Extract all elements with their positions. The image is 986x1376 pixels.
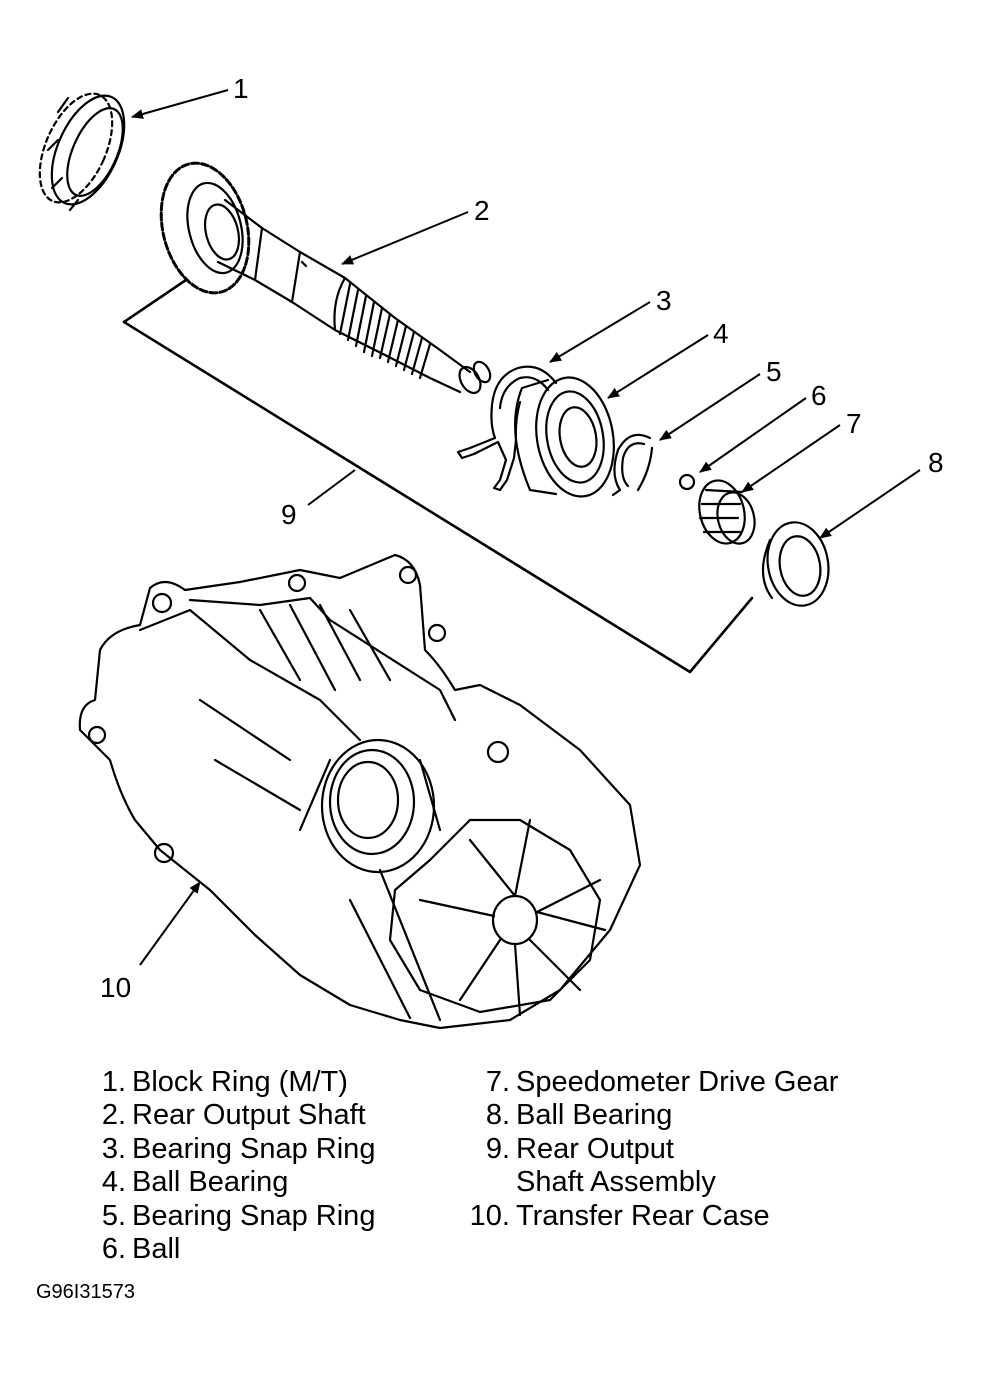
leader-arrows	[131, 89, 921, 966]
legend-item: 9.Rear Output	[462, 1133, 838, 1166]
legend-right-column: 7.Speedometer Drive Gear 8.Ball Bearing …	[462, 1066, 839, 1233]
legend-text: Rear Output	[516, 1132, 674, 1165]
callout-7: 7	[846, 408, 862, 439]
leader-arrow-5	[659, 373, 761, 441]
legend-number: 2.	[101, 1099, 126, 1132]
legend-text: Bearing Snap Ring	[132, 1132, 376, 1165]
speedometer-drive-gear-part	[698, 479, 756, 545]
ball-bearing-large-part	[514, 376, 615, 498]
legend-item: Shaft Assembly	[462, 1166, 838, 1199]
shaft-assembly-bracket	[122, 278, 754, 674]
legend-number: 5.	[101, 1199, 126, 1232]
legend-text: Shaft Assembly	[516, 1166, 716, 1199]
legend-number: 10.	[469, 1199, 510, 1232]
leader-arrow-3	[549, 301, 651, 363]
leader-arrow-1	[131, 89, 229, 119]
legend-number: 8.	[485, 1099, 510, 1132]
legend-text: Ball	[132, 1232, 181, 1265]
legend-number: 3.	[101, 1132, 126, 1165]
legend-number: 9.	[485, 1132, 510, 1165]
callout-5: 5	[766, 356, 782, 387]
transfer-rear-case-part	[78, 553, 642, 1030]
legend-text: Ball Bearing	[516, 1099, 673, 1132]
legend-item: 5.Bearing Snap Ring	[92, 1199, 376, 1233]
rear-output-shaft-part	[159, 161, 492, 395]
callout-1: 1	[233, 73, 249, 104]
figure-code: G96I31573	[36, 1281, 135, 1303]
leader-line-9	[307, 469, 356, 506]
leader-arrow-8	[819, 469, 921, 539]
legend-item: 8.Ball Bearing	[462, 1099, 838, 1132]
legend-text: Transfer Rear Case	[516, 1199, 770, 1232]
leader-arrow-7	[741, 424, 841, 493]
callout-9: 9	[281, 499, 297, 530]
legend-item: 4.Ball Bearing	[92, 1166, 375, 1199]
legend-number: 1.	[101, 1066, 126, 1098]
callout-10: 10	[100, 972, 131, 1003]
legend-text: Speedometer Drive Gear	[516, 1066, 839, 1098]
callout-3: 3	[656, 285, 672, 316]
legend-item: 3.Bearing Snap Ring	[92, 1132, 376, 1166]
legend-item: 1.Block Ring (M/T)	[92, 1066, 375, 1099]
legend-item: 7.Speedometer Drive Gear	[462, 1066, 839, 1099]
callout-4: 4	[713, 318, 729, 349]
bearing-snap-ring-small-part	[611, 433, 654, 497]
callout-2: 2	[474, 195, 490, 226]
bearing-snap-ring-large-part	[456, 365, 558, 492]
leader-arrow-4	[607, 334, 709, 399]
legend-left-column: 1.Block Ring (M/T) 2.Rear Output Shaft 3…	[92, 1066, 376, 1266]
legend-item: 2.Rear Output Shaft	[92, 1099, 375, 1132]
legend-number: 4.	[101, 1166, 126, 1199]
ball-part	[678, 473, 696, 491]
block-ring-part	[38, 92, 126, 212]
legend-item: 10.Transfer Rear Case	[462, 1200, 838, 1233]
legend-item: 6.Ball	[92, 1233, 375, 1266]
legend-text: Bearing Snap Ring	[132, 1199, 376, 1232]
leader-arrow-10	[139, 881, 201, 966]
legend-text: Block Ring (M/T)	[132, 1066, 348, 1098]
legend-text: Ball Bearing	[132, 1166, 289, 1199]
callout-6: 6	[811, 380, 827, 411]
leader-arrow-2	[341, 211, 469, 265]
callout-8: 8	[928, 447, 944, 478]
legend-text: Rear Output Shaft	[132, 1099, 366, 1132]
legend-number: 7.	[485, 1066, 510, 1098]
legend-number: 6.	[101, 1232, 126, 1265]
ball-bearing-small-part	[761, 521, 830, 607]
leader-arrow-6	[699, 397, 807, 473]
